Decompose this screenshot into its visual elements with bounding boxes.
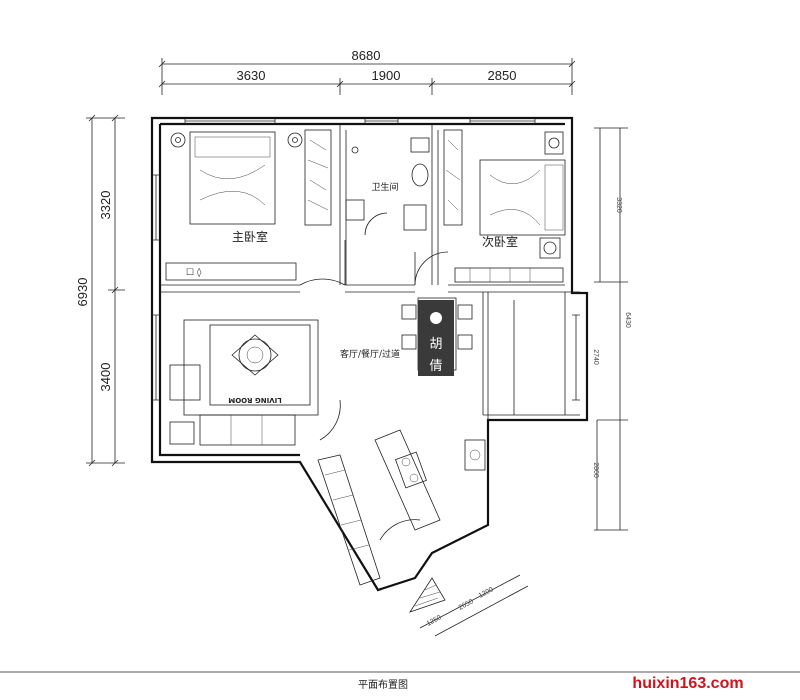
left-dimension-chain: 6930 3320 3400 (75, 114, 125, 467)
right-lower-label: 2860 (592, 462, 599, 478)
bottom-dim-1: 1250 (426, 614, 443, 628)
bottom-dimension-chain: 1250 2650 1200 (419, 574, 529, 637)
width-segment-2: 1900 (372, 68, 401, 83)
right-dimension-chain: 3320 6430 2740 2860 (592, 127, 631, 531)
total-height-label: 6930 (75, 278, 90, 307)
height-lower-label: 3400 (98, 363, 113, 392)
right-upper-label: 3320 (615, 197, 622, 213)
bathroom-fixtures (345, 129, 463, 231)
living-room-furniture: LIVING ROOM (169, 319, 319, 446)
stamp-char-2: 倩 (429, 359, 442, 374)
second-bedroom-label: 次卧室 (482, 234, 518, 249)
master-bedroom-furniture: ☐ ◊ (165, 129, 332, 281)
second-bedroom-furniture (454, 131, 566, 283)
watermark-text: huixin163.com (632, 675, 743, 692)
right-middle-label: 2740 (592, 349, 599, 365)
svg-text:☐ ◊: ☐ ◊ (186, 267, 202, 278)
total-width-label: 8680 (352, 48, 381, 63)
plan-caption: 平面布置图 (358, 679, 408, 691)
walls (150, 116, 589, 592)
kitchen-fixtures (317, 429, 486, 586)
stamp-char-1: 胡 (429, 337, 442, 352)
living-dining-label: 客厅/餐厅/过道 (340, 348, 400, 360)
door-swings (299, 212, 449, 541)
right-total-label: 6430 (624, 312, 631, 328)
living-room-rug-label: LIVING ROOM (228, 396, 281, 404)
entrance-marker (409, 577, 446, 613)
bottom-dim-2: 2650 (458, 598, 475, 612)
top-dimension-chain: 8680 3630 1900 2850 (158, 48, 576, 95)
name-stamp: 胡 倩 (418, 300, 454, 376)
bathroom-label: 卫生间 (371, 181, 398, 193)
master-bedroom-label: 主卧室 (232, 229, 268, 244)
width-segment-1: 3630 (237, 68, 266, 83)
bottom-dim-3: 1200 (478, 586, 495, 600)
width-segment-3: 2850 (488, 68, 517, 83)
height-upper-label: 3320 (98, 191, 113, 220)
